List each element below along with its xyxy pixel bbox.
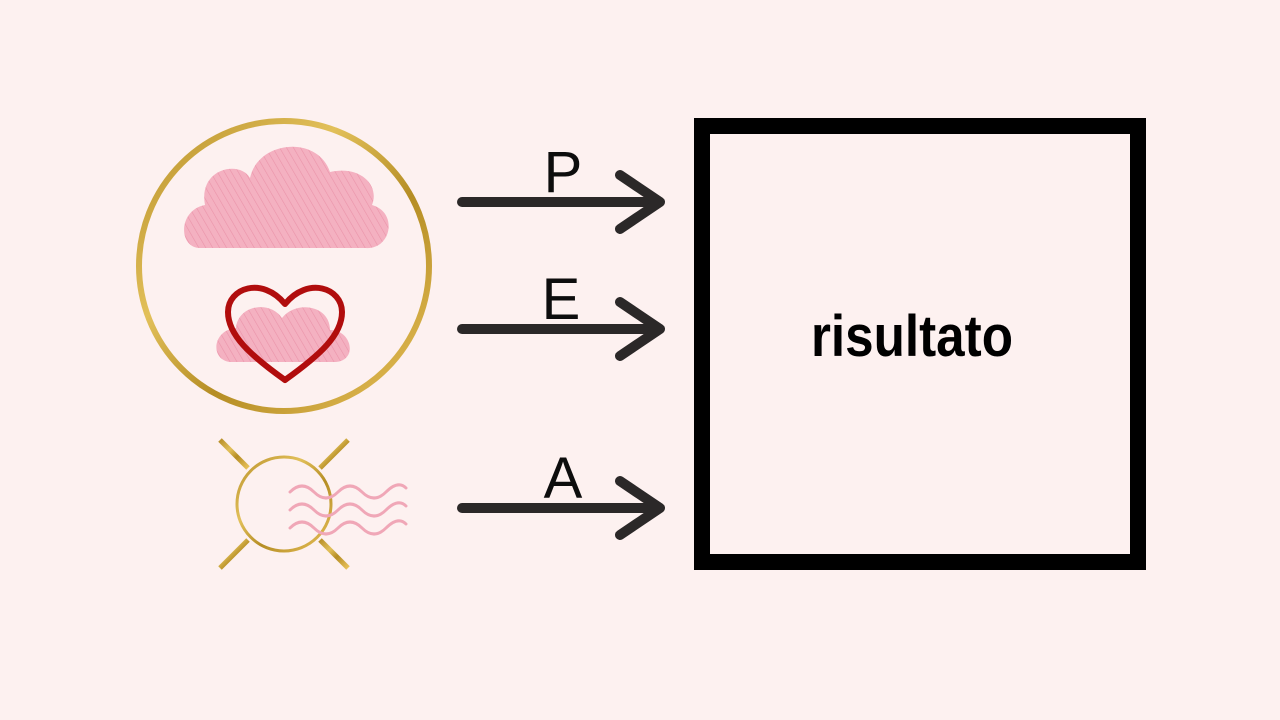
arrow-label-e: E	[542, 267, 581, 332]
arrow-a: A	[457, 446, 665, 540]
sun-icon	[218, 438, 350, 570]
heart-icon	[225, 284, 345, 383]
cloud-icon	[184, 146, 389, 249]
arrow-p: P	[457, 140, 665, 234]
waves-icon	[288, 483, 408, 536]
arrow-label-p: P	[544, 140, 583, 205]
arrow-e: E	[457, 267, 665, 361]
result-box: risultato	[694, 118, 1146, 570]
arrow-label-a: A	[544, 446, 583, 511]
globe-icon	[136, 118, 432, 455]
result-label: risultato	[811, 304, 1013, 369]
